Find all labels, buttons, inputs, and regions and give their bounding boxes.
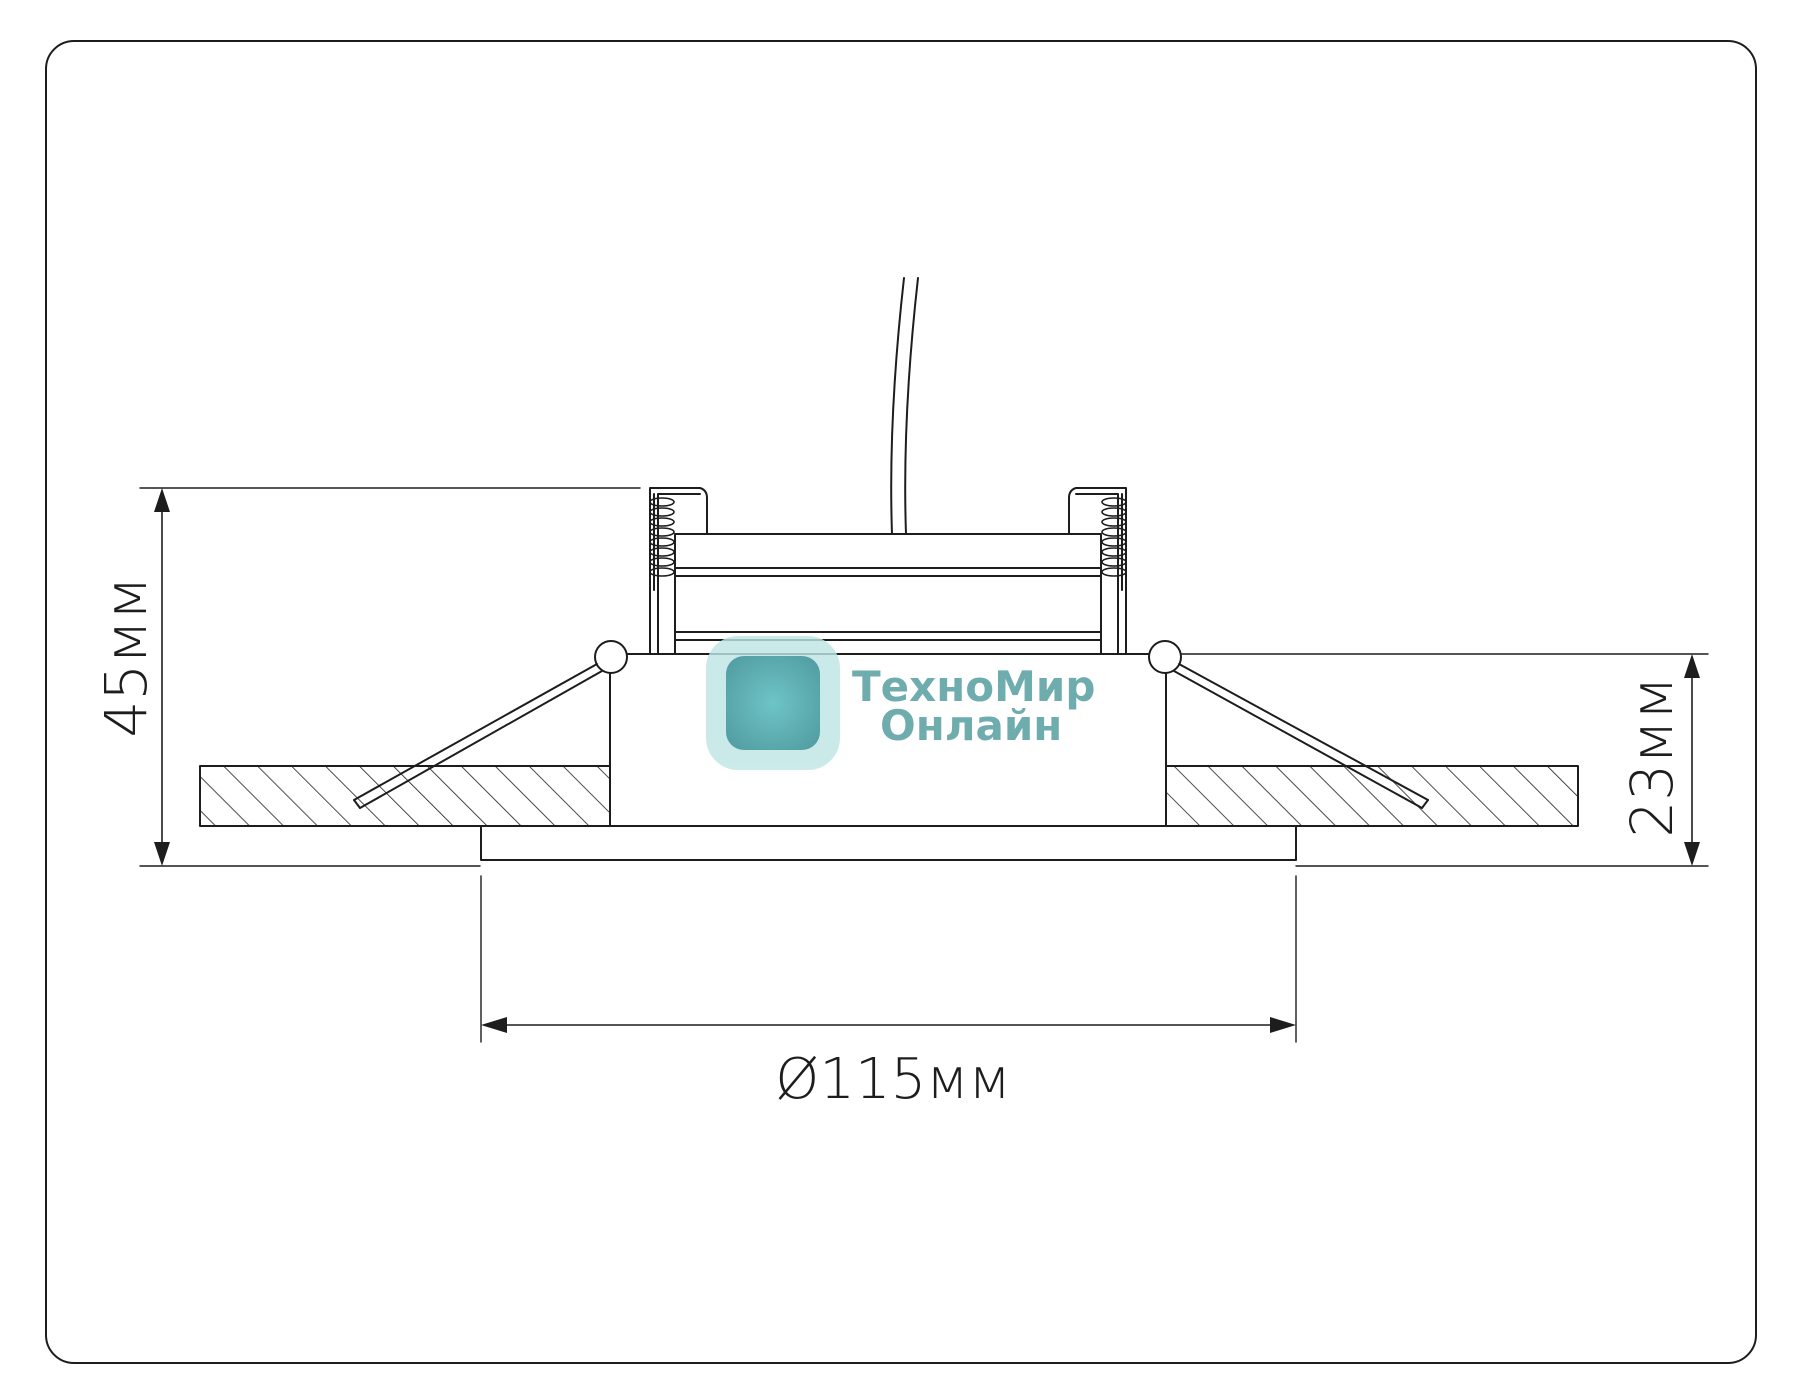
dimension-height-visible <box>1180 653 1709 867</box>
dimension-label-diameter: Ø115мм <box>775 1047 1010 1112</box>
clip-left <box>353 640 628 809</box>
drawing-frame <box>45 40 1757 1364</box>
power-cable <box>890 277 919 535</box>
watermark-line-2: Онлайн <box>880 701 1062 750</box>
ceiling-section-left <box>199 765 611 827</box>
ceiling-section-right <box>1165 765 1579 827</box>
spring-bracket-left <box>649 487 708 655</box>
dimension-label-23: 23мм <box>1618 676 1686 837</box>
lamp-bezel <box>480 825 1297 861</box>
dimension-diameter <box>480 875 1297 1043</box>
dimension-label-45: 45мм <box>92 576 160 737</box>
spring-bracket-right <box>1068 487 1127 655</box>
watermark-logo: ТехноМир Онлайн <box>706 636 1095 770</box>
watermark-line-1: ТехноМир <box>852 662 1095 711</box>
clip-right <box>1148 640 1429 809</box>
dimension-height-total <box>139 487 641 867</box>
